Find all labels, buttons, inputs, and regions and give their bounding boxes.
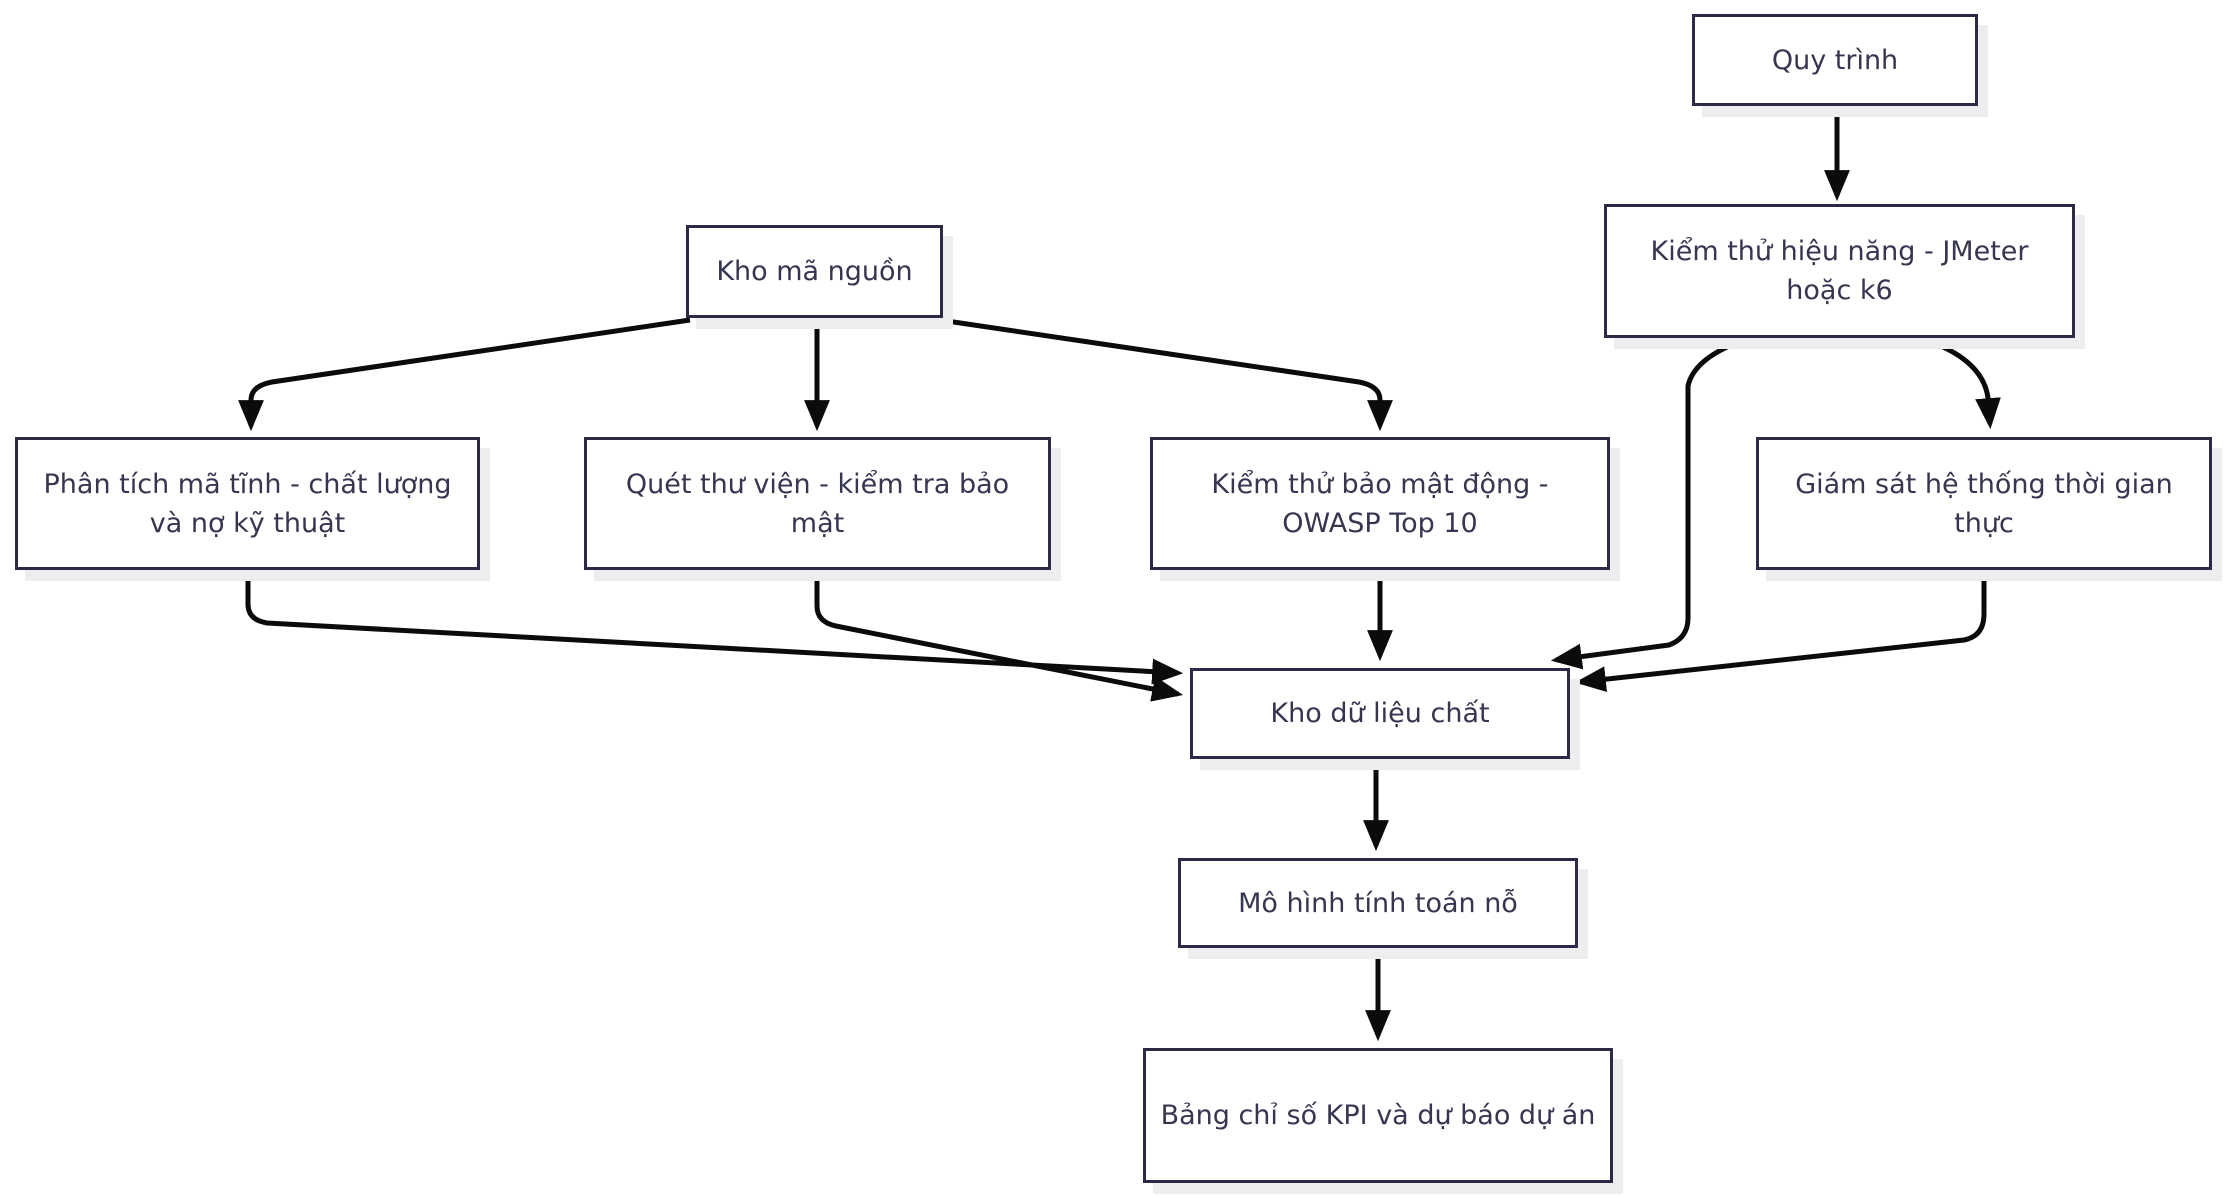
- edge-quet-to-kho-du-lieu: [814, 572, 1184, 702]
- edge-jmeter-to-kho-du-lieu: [1550, 337, 1745, 670]
- node-bang-chi-so-kpi: Bảng chỉ số KPI và dự báo dự án: [1143, 1048, 1613, 1183]
- node-quet-thu-vien: Quét thư viện - kiểm tra bảo mật: [584, 437, 1051, 570]
- edge-giam-sat-to-kho-du-lieu: [1574, 572, 1987, 693]
- node-kho-du-lieu-chat: Kho dữ liệu chất: [1190, 668, 1570, 759]
- node-kiem-thu-hieu-nang-label: Kiểm thử hiệu năng - JMeter hoặc k6: [1650, 236, 2029, 306]
- node-kiem-thu-hieu-nang: Kiểm thử hiệu năng - JMeter hoặc k6: [1604, 204, 2075, 338]
- node-quy-trinh: Quy trình: [1692, 14, 1978, 106]
- node-giam-sat-he-thong: Giám sát hệ thống thời gian thực: [1756, 437, 2212, 570]
- node-kho-ma-nguon: Kho mã nguồn: [686, 225, 943, 318]
- edge-phan-tich-to-kho-du-lieu: [245, 572, 1184, 685]
- node-bang-chi-so-kpi-label: Bảng chỉ số KPI và dự báo dự án: [1160, 1100, 1596, 1131]
- node-mo-hinh-tinh-toan-label: Mô hình tính toán nỗ: [1238, 887, 1518, 919]
- node-kho-ma-nguon-label: Kho mã nguồn: [716, 256, 913, 287]
- node-phan-tich-ma-tinh-label: Phân tích mã tĩnh - chất lượng và nợ kỹ …: [43, 468, 452, 539]
- edge-kho-ma-nguon-to-phan-tich: [238, 317, 691, 432]
- node-quy-trinh-label: Quy trình: [1771, 44, 1899, 76]
- edge-kho-ma-nguon-to-owasp: [939, 317, 1393, 432]
- node-kiem-thu-bao-mat-dong: Kiểm thử bảo mật động - OWASP Top 10: [1150, 437, 1610, 570]
- node-giam-sat-he-thong-label: Giám sát hệ thống thời gian thực: [1795, 468, 2173, 539]
- node-kho-du-lieu-chat-label: Kho dữ liệu chất: [1270, 698, 1490, 729]
- edge-jmeter-to-giam-sat: [1925, 337, 2001, 430]
- node-quet-thu-vien-label: Quét thư viện - kiểm tra bảo mật: [625, 468, 1010, 539]
- node-mo-hinh-tinh-toan: Mô hình tính toán nỗ: [1178, 858, 1578, 948]
- node-phan-tich-ma-tinh: Phân tích mã tĩnh - chất lượng và nợ kỹ …: [15, 437, 480, 570]
- node-kiem-thu-bao-mat-dong-label: Kiểm thử bảo mật động - OWASP Top 10: [1211, 468, 1549, 539]
